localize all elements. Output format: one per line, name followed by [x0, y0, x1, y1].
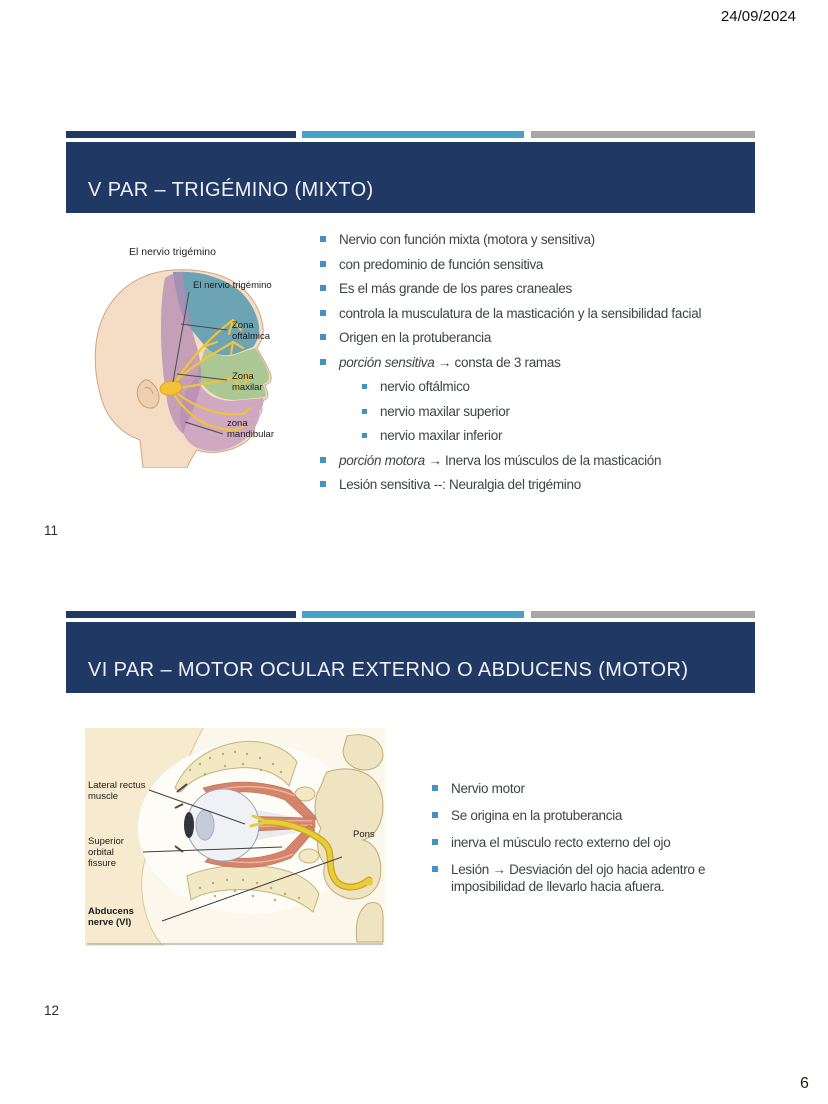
bullet-square-icon [320, 456, 326, 463]
bullet-square-icon [362, 384, 367, 389]
slide2-number: 12 [44, 1003, 60, 1018]
bullet-text-rest: → consta de 3 ramas [437, 354, 561, 370]
bullet-item: Nervio motor [432, 780, 772, 797]
label-superior-orbital-fissure: Superior orbital fissure [88, 836, 124, 870]
bullet-text: con predominio de función sensitiva [339, 256, 544, 272]
bullet-square-icon [320, 481, 326, 487]
bullet-item: Lesión → Desviación del ojo hacia adentr… [432, 861, 772, 895]
slide1-header: V PAR – TRIGÉMINO (MIXTO) [66, 142, 755, 213]
label-zona-maxilar: Zona maxilar [232, 371, 263, 394]
bullet-text: inerva el músculo recto externo del ojo [451, 835, 671, 850]
bullet-item: Nervio con función mixta (motora y sensi… [320, 231, 780, 248]
bullet-text: Nervio motor [451, 781, 525, 796]
trigeminal-head-illustration [94, 269, 272, 468]
bullet-lead-italic: porción sensitiva [339, 354, 435, 370]
bullet-text: controla la musculatura de la masticació… [339, 305, 702, 321]
bullet-text: nervio maxilar superior [380, 403, 510, 419]
bullet-text: nervio oftálmico [380, 379, 470, 394]
slide2-bullet-list: Nervio motor Se origina en la protuberan… [432, 780, 772, 905]
slide1-accent-bar-navy [66, 131, 296, 138]
bullet-item: inerva el músculo recto externo del ojo [432, 834, 772, 851]
bullet-square-icon [320, 260, 326, 267]
bullet-square-icon [320, 358, 326, 365]
bullet-square-icon [362, 433, 367, 438]
bullet-item: con predominio de función sensitiva [320, 256, 780, 273]
label-lateral-rectus-muscle: Lateral rectus muscle [88, 780, 146, 803]
bullet-item: porción sensitiva → consta de 3 ramas [320, 354, 780, 371]
handout-page-number: 6 [800, 1075, 809, 1092]
bullet-text: Origen en la protuberancia [339, 330, 492, 345]
bullet-item: controla la musculatura de la masticació… [320, 305, 780, 322]
bullet-text: Nervio con función mixta (motora y sensi… [339, 232, 595, 247]
bone-speckles [188, 750, 301, 902]
figure1-caption: El nervio trigémino [129, 246, 216, 258]
slide1-title: V PAR – TRIGÉMINO (MIXTO) [88, 179, 374, 201]
bullet-lead-italic: porción motora [339, 452, 425, 468]
slide2-accent-bar-blue [302, 611, 524, 618]
bullet-square-icon [432, 839, 438, 845]
slide2-accent-bar-gray [531, 611, 755, 618]
bullet-text: porción motora → Inerva los músculos de … [339, 452, 662, 469]
slide2-header: VI PAR – MOTOR OCULAR EXTERNO O ABDUCENS… [66, 622, 755, 693]
bullet-item: nervio maxilar superior [362, 403, 780, 420]
bullet-text: nervio maxilar inferior [380, 428, 503, 443]
bullet-text: Es el más grande de los pares craneales [339, 281, 572, 296]
bullet-text-rest: → Inerva los músculos de la masticación [428, 452, 662, 468]
label-abducens-nerve: Abducens nerve (VI) [88, 906, 134, 929]
bullet-square-icon [320, 285, 326, 291]
bullet-square-icon [432, 866, 438, 872]
slide2-accent-bar-navy [66, 611, 296, 618]
slide1-accent-bar-blue [302, 131, 524, 138]
bullet-item: Origen en la protuberancia [320, 329, 780, 346]
bullet-item: Lesión sensitiva --: Neuralgia del trigé… [320, 476, 780, 493]
bullet-text: Se origina en la protuberancia [451, 808, 623, 823]
header-date: 24/09/2024 [720, 8, 796, 25]
bullet-square-icon [362, 408, 367, 414]
bullet-text: porción sensitiva → consta de 3 ramas [339, 354, 561, 371]
label-trigeminal-nerve: El nervio trigémino [193, 280, 272, 291]
bullet-item: porción motora → Inerva los músculos de … [320, 452, 780, 469]
label-pons: Pons [353, 829, 375, 840]
bullet-text: Lesión sensitiva --: Neuralgia del trigé… [339, 477, 581, 492]
slide1-accent-bar-gray [531, 131, 755, 138]
slide1-bullet-list: Nervio con función mixta (motora y sensi… [320, 231, 780, 501]
bullet-item: nervio oftálmico [362, 378, 780, 395]
bullet-square-icon [320, 236, 326, 242]
abducens-orbit-illustration [85, 728, 385, 946]
slide2-title: VI PAR – MOTOR OCULAR EXTERNO O ABDUCENS… [88, 659, 689, 681]
bullet-square-icon [320, 309, 326, 316]
bullet-text: Lesión → Desviación del ojo hacia adentr… [451, 862, 706, 894]
bullet-square-icon [320, 334, 326, 340]
bullet-square-icon [432, 812, 438, 818]
label-zona-oftalmica: Zona oftálmica [232, 320, 271, 343]
abducens-nerve-figure: Lateral rectus muscle Superior orbital f… [85, 728, 385, 946]
bullet-square-icon [432, 785, 438, 791]
bullet-item: Es el más grande de los pares craneales [320, 280, 780, 297]
trigeminal-nerve-figure: El nervio trigémino [85, 246, 301, 472]
bullet-item: Se origina en la protuberancia [432, 807, 772, 824]
bullet-item: nervio maxilar inferior [362, 427, 780, 444]
label-zona-mandibular: zona mandibular [227, 418, 274, 441]
slide1-number: 11 [44, 523, 59, 538]
